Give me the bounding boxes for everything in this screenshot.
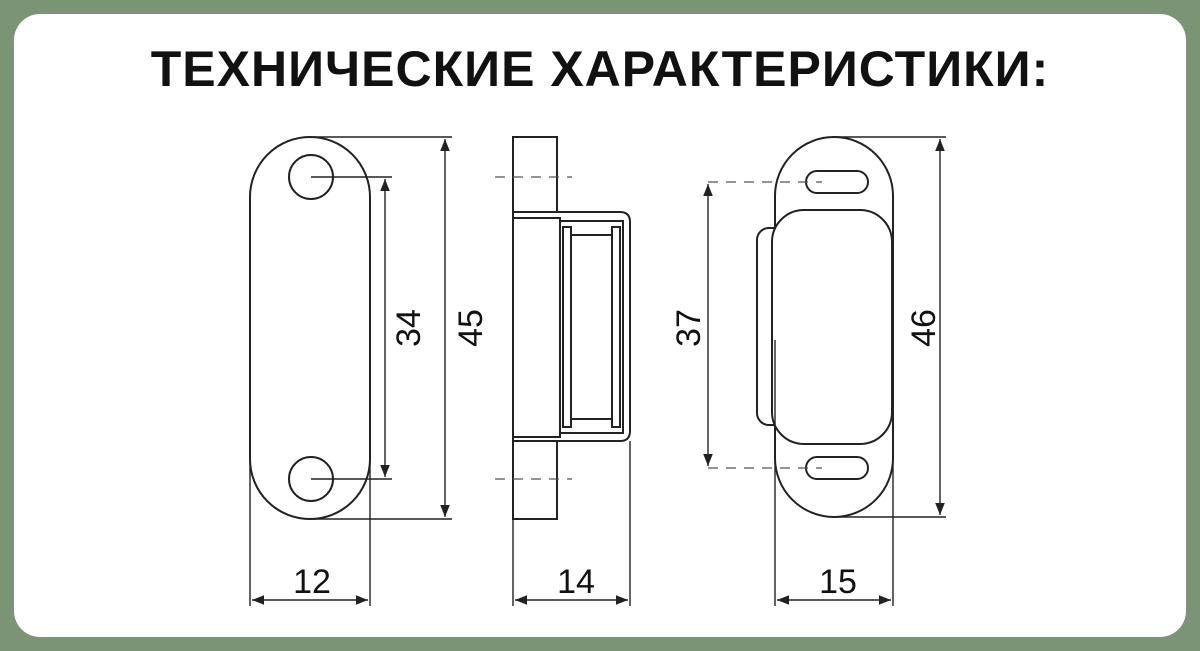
dim-height-46: 46: [905, 309, 943, 347]
counter-plate-view: [703, 136, 946, 606]
dim-depth-14: 14: [557, 563, 595, 601]
dim-slot-spacing-37: 37: [670, 309, 708, 347]
side-view-latch: [495, 136, 631, 606]
dim-width-15: 15: [819, 563, 857, 601]
dim-width-12: 12: [293, 563, 331, 601]
page-title: ТЕХНИЧЕСКИЕ ХАРАКТЕРИСТИКИ:: [150, 41, 1050, 97]
front-view-plate: [249, 136, 452, 606]
dim-hole-spacing-34: 34: [390, 309, 428, 347]
dim-height-45: 45: [452, 309, 490, 347]
